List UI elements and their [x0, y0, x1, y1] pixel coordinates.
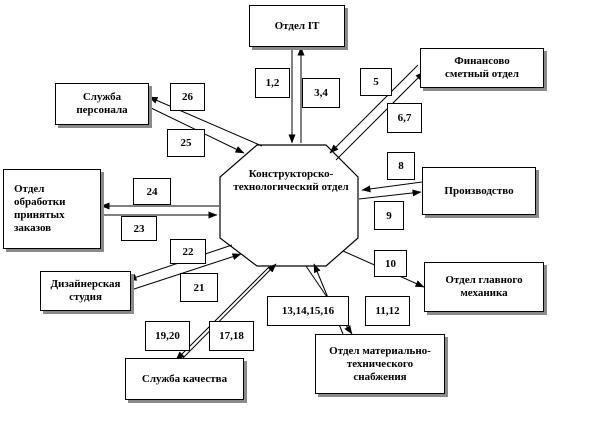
- arrow-finance-to-center: [329, 64, 419, 154]
- flow-label-3-4: 3,4: [302, 78, 340, 108]
- arrow-quality-to-center: [182, 263, 277, 359]
- arrow-center-to-finance: [335, 71, 425, 161]
- dept-quality: Служба качества: [125, 358, 244, 400]
- flow-label-10: 10: [374, 250, 407, 277]
- dept-orders: Отдел обработки принятых заказов: [3, 169, 101, 249]
- flow-label-19-20: 19,20: [145, 321, 190, 351]
- arrow-production-to-center: [361, 181, 423, 193]
- flow-label-21: 21: [180, 273, 218, 302]
- arrow-center-to-quality: [175, 266, 270, 361]
- flow-label-25: 25: [167, 129, 205, 157]
- center-department-label: Конструкторско-технологический отдел: [233, 168, 349, 193]
- flow-label-24: 24: [133, 178, 171, 205]
- dept-hr: Служба персонала: [55, 83, 149, 125]
- flow-label-26: 26: [170, 83, 205, 111]
- flow-label-9: 9: [374, 201, 404, 230]
- dept-supply: Отдел материально-технического снабжения: [315, 334, 445, 394]
- dept-chief-mechanic: Отдел главного механика: [424, 262, 544, 312]
- flow-label-8: 8: [387, 152, 415, 180]
- flow-label-6-7: 6,7: [387, 103, 422, 133]
- flow-label-17-18: 17,18: [209, 321, 254, 351]
- flow-label-5: 5: [360, 68, 392, 96]
- dept-it: Отдел IT: [249, 5, 345, 47]
- flow-label-11-12: 11,12: [365, 296, 410, 326]
- flow-label-13-16: 13,14,15,16: [267, 296, 349, 326]
- arrow-center-to-hr: [148, 96, 263, 147]
- arrow-center-to-production: [358, 189, 422, 200]
- dept-production: Производство: [422, 167, 536, 215]
- flow-label-22: 22: [170, 239, 206, 264]
- flow-label-23: 23: [121, 216, 157, 241]
- arrow-design-to-center: [130, 253, 242, 291]
- center-octagon: [219, 144, 359, 267]
- dept-finance: Финансово сметный отдел: [420, 48, 544, 88]
- dept-design-studio: Дизайнерская студия: [40, 271, 131, 311]
- flow-label-1-2: 1,2: [255, 68, 290, 98]
